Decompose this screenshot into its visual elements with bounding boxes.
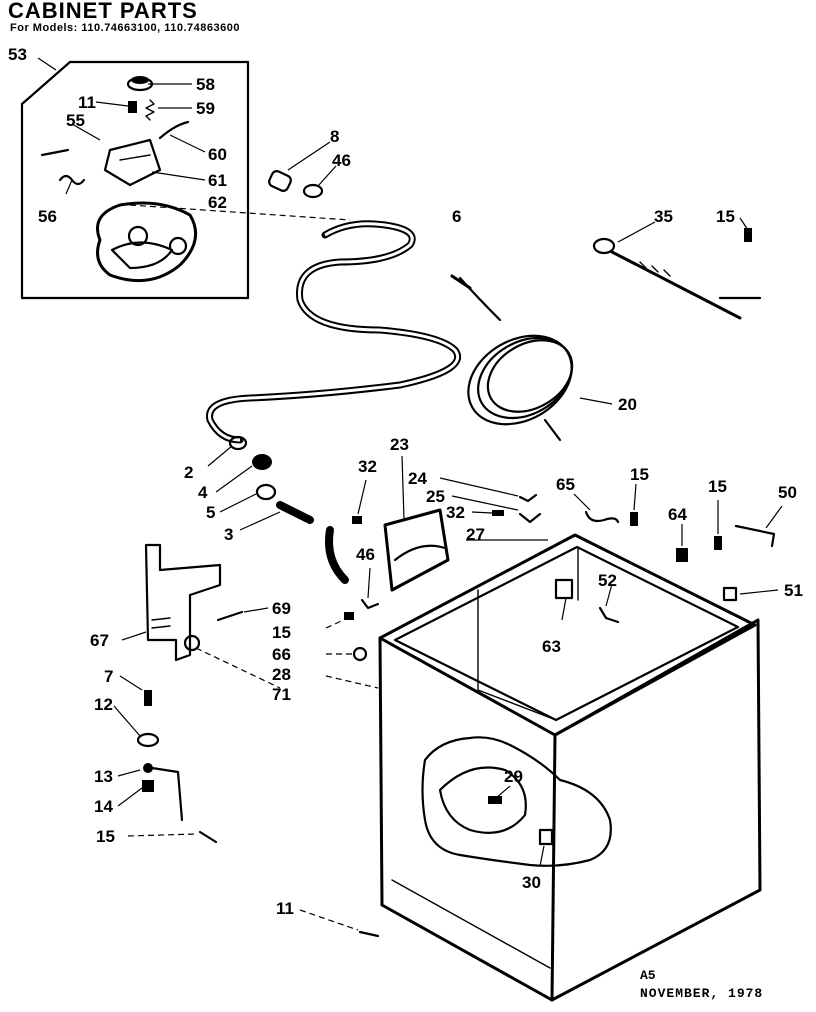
callout-14: 14 (94, 797, 113, 816)
callout-59: 59 (196, 99, 215, 118)
callout-7: 7 (104, 667, 113, 686)
callout-11-bottom: 11 (276, 899, 294, 918)
cabinet (299, 533, 762, 1002)
callout-58: 58 (196, 75, 215, 94)
callout-62: 62 (208, 193, 227, 212)
callout-51: 51 (784, 581, 803, 600)
power-cord (450, 274, 613, 442)
callout-25: 25 (426, 487, 445, 506)
page-number: A5 (640, 968, 656, 983)
callout-13: 13 (94, 767, 113, 786)
callout-27: 27 (466, 525, 485, 544)
callout-15-right: 15 (708, 477, 727, 496)
callout-29: 29 (504, 767, 523, 786)
pump-inset (20, 57, 351, 300)
lid-switch-rod (592, 217, 762, 320)
callout-2: 2 (184, 463, 193, 482)
callout-52: 52 (598, 571, 617, 590)
callout-23: 23 (390, 435, 409, 454)
pump-housing (96, 201, 198, 283)
hose-couplings (207, 435, 349, 584)
callout-6: 6 (452, 207, 461, 226)
strap (158, 120, 190, 140)
callout-30: 30 (522, 873, 541, 892)
spring (145, 99, 155, 121)
callout-60: 60 (208, 145, 227, 164)
callout-71: 71 (272, 685, 291, 704)
callout-8: 8 (330, 127, 339, 146)
pump-port (127, 225, 149, 247)
callout-11: 11 (78, 93, 96, 112)
drain-hose (206, 220, 462, 444)
callout-24: 24 (408, 469, 427, 488)
callout-32-right: 32 (446, 503, 465, 522)
model-numbers: For Models: 110.74663100, 110.74863600 (10, 22, 240, 34)
callout-12: 12 (94, 695, 113, 714)
callout-46-mid: 46 (356, 545, 375, 564)
page-title: CABINET PARTS (8, 0, 198, 23)
top-hardware (439, 477, 548, 541)
callout-64: 64 (668, 505, 687, 524)
callout-35: 35 (654, 207, 673, 226)
callout-20: 20 (618, 395, 637, 414)
callout-28: 28 (272, 665, 291, 684)
callout-15-mid: 15 (630, 465, 649, 484)
pulley-hub (131, 76, 149, 84)
callout-15-top: 15 (716, 207, 735, 226)
callout-3: 3 (224, 525, 233, 544)
hose-fittings-top (268, 141, 337, 199)
pump-impeller (110, 241, 174, 270)
callout-32-left: 32 (358, 457, 377, 476)
callout-61: 61 (208, 171, 227, 190)
leveling-hardware (113, 675, 218, 844)
center-bracket (352, 455, 450, 610)
callout-4: 4 (198, 483, 208, 502)
pin (40, 148, 70, 157)
callout-69: 69 (272, 599, 291, 618)
bracket-detail (119, 154, 151, 161)
revision-date: NOVEMBER, 1978 (640, 986, 764, 1001)
callout-56: 56 (38, 207, 57, 226)
side-bracket (121, 543, 281, 689)
callout-65: 65 (556, 475, 575, 494)
callout-5: 5 (206, 503, 215, 522)
screw (128, 101, 137, 113)
callout-55: 55 (66, 111, 85, 130)
callout-50: 50 (778, 483, 797, 502)
callout-63: 63 (542, 637, 561, 656)
callout-15-bottom: 15 (96, 827, 115, 846)
callout-53: 53 (8, 45, 27, 64)
callout-numbers: 53 58 11 59 55 60 61 56 62 8 46 6 35 15 … (8, 45, 803, 918)
callout-66: 66 (272, 645, 291, 664)
callout-15-left: 15 (272, 623, 291, 642)
callout-46: 46 (332, 151, 351, 170)
pump-outlet (168, 236, 188, 256)
pump-bracket (103, 138, 162, 187)
callout-67: 67 (90, 631, 109, 650)
top-right-parts (573, 483, 783, 602)
inset-border (20, 60, 250, 300)
